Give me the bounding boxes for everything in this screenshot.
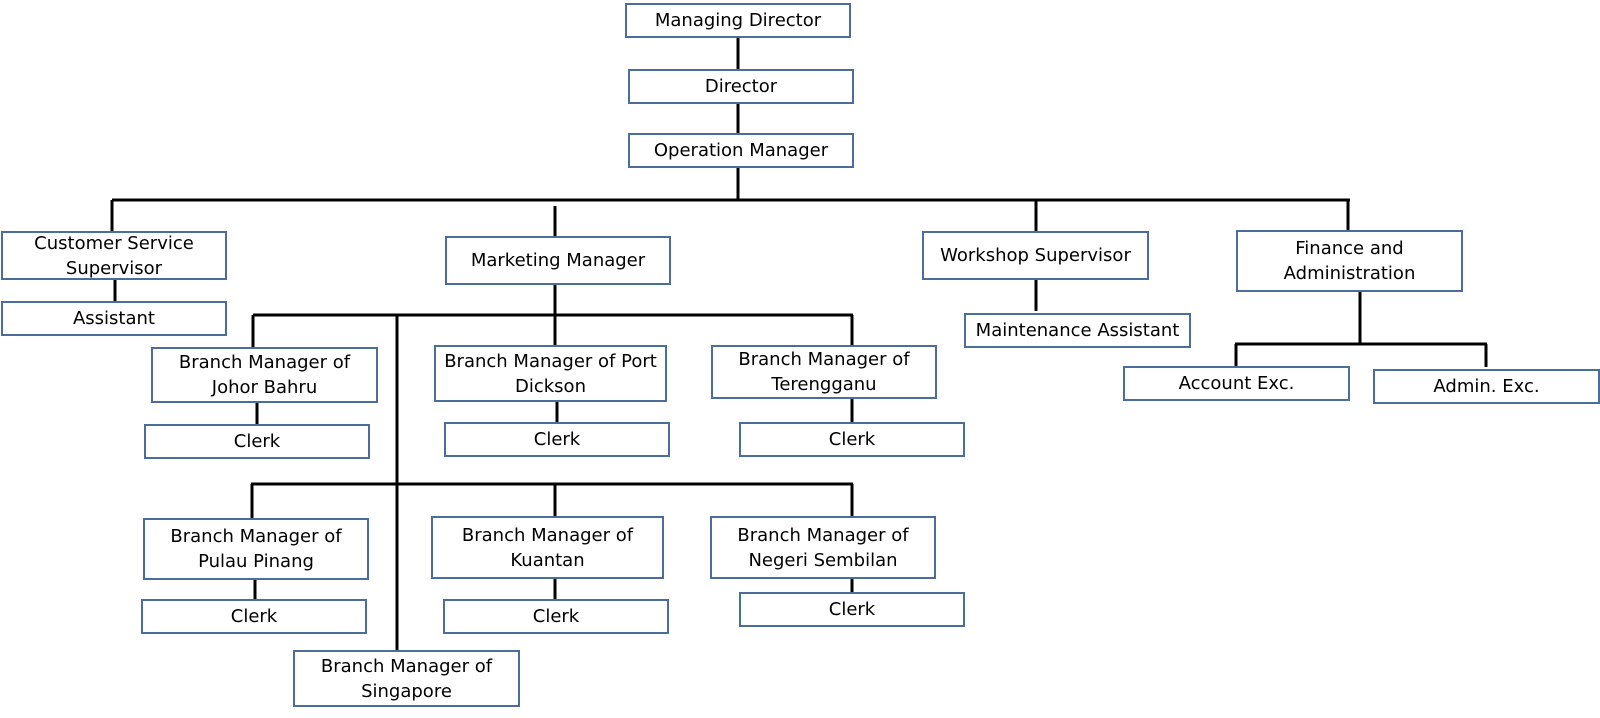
node-marketing-manager: Marketing Manager — [445, 236, 671, 285]
node-bm-johor-bahru: Branch Manager of Johor Bahru — [151, 347, 378, 403]
node-clerk-negeri-sembilan: Clerk — [739, 592, 965, 627]
node-director: Director — [628, 69, 854, 104]
node-clerk-johor-bahru: Clerk — [144, 424, 370, 459]
node-clerk-kuantan: Clerk — [443, 599, 669, 634]
node-customer-service-supervisor: Customer Service Supervisor — [1, 231, 227, 280]
node-finance-and-administration: Finance and Administration — [1236, 230, 1463, 292]
node-operation-manager: Operation Manager — [628, 133, 854, 168]
node-bm-singapore: Branch Manager of Singapore — [293, 650, 520, 707]
node-managing-director: Managing Director — [625, 3, 851, 38]
node-clerk-pulau-pinang: Clerk — [141, 599, 367, 634]
node-clerk-port-dickson: Clerk — [444, 422, 670, 457]
node-bm-kuantan: Branch Manager of Kuantan — [431, 516, 664, 579]
node-account-exc: Account Exc. — [1123, 366, 1350, 401]
node-assistant: Assistant — [1, 301, 227, 336]
node-maintenance-assistant: Maintenance Assistant — [964, 313, 1191, 348]
node-bm-port-dickson: Branch Manager of Port Dickson — [434, 345, 667, 402]
node-admin-exc: Admin. Exc. — [1373, 369, 1600, 404]
node-workshop-supervisor: Workshop Supervisor — [922, 231, 1149, 280]
node-bm-negeri-sembilan: Branch Manager of Negeri Sembilan — [710, 516, 936, 579]
node-bm-pulau-pinang: Branch Manager of Pulau Pinang — [143, 518, 369, 580]
node-clerk-terengganu: Clerk — [739, 422, 965, 457]
node-bm-terengganu: Branch Manager of Terengganu — [711, 345, 937, 399]
